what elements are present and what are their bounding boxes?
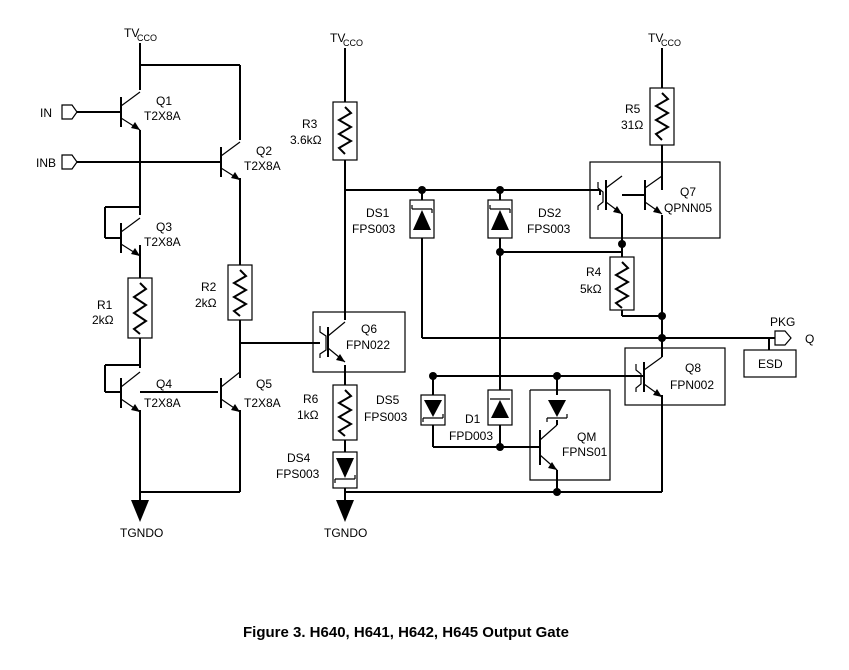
- output-q-label: Q: [805, 332, 814, 346]
- middle-wires: [344, 48, 775, 500]
- junction-dots: [418, 186, 666, 496]
- ds1-type: FPS003: [352, 222, 396, 236]
- ground-left: [131, 500, 149, 522]
- input-inb: INB: [36, 154, 221, 170]
- q3-name: Q3: [156, 220, 172, 234]
- resistor-r3: [332, 101, 358, 161]
- ground-mid: [336, 500, 354, 522]
- q7-type: QPNN05: [664, 201, 712, 215]
- transistor-q8: [624, 347, 726, 406]
- transistor-q5: [220, 371, 241, 413]
- figure-caption: Figure 3. H640, H641, H642, H645 Output …: [243, 624, 569, 641]
- q5-name: Q5: [256, 377, 272, 391]
- supply-label-right: TV: [648, 31, 663, 45]
- d1-name: D1: [465, 412, 481, 426]
- left-wires: [104, 43, 320, 500]
- transistor-q2: [220, 141, 241, 181]
- diode-ds2: [487, 199, 513, 239]
- transistor-q3: [120, 217, 141, 257]
- q1-name: Q1: [156, 94, 172, 108]
- supply-label-left-sub: CCO: [137, 33, 157, 43]
- r4-value: 5kΩ: [580, 282, 602, 296]
- r6-value: 1kΩ: [297, 408, 319, 422]
- output-terminal: [743, 330, 797, 378]
- q6-type: FPN022: [346, 338, 390, 352]
- qm-name: QM: [577, 430, 596, 444]
- q2-type: T2X8A: [244, 159, 281, 173]
- ds1-name: DS1: [366, 206, 390, 220]
- r5-name: R5: [625, 102, 641, 116]
- q4-type: T2X8A: [144, 396, 181, 410]
- q3-type: T2X8A: [144, 235, 181, 249]
- d1-type: FPD003: [449, 429, 493, 443]
- q5-type: T2X8A: [244, 396, 281, 410]
- supply-label-mid: TV: [330, 31, 345, 45]
- r3-name: R3: [302, 117, 318, 131]
- ds2-name: DS2: [538, 206, 562, 220]
- q4-name: Q4: [156, 377, 172, 391]
- supply-label-left: TV: [124, 26, 139, 40]
- input-in-label: IN: [40, 106, 52, 120]
- supply-label-right-sub: CCO: [661, 38, 681, 48]
- r2-value: 2kΩ: [195, 296, 217, 310]
- q8-type: FPN002: [670, 378, 714, 392]
- transistor-q6: [312, 311, 406, 373]
- r3-value: 3.6kΩ: [290, 133, 322, 147]
- q7-name: Q7: [680, 185, 696, 199]
- r1-value: 2kΩ: [92, 313, 114, 327]
- q8-name: Q8: [685, 361, 701, 375]
- resistor-r4: [609, 256, 635, 311]
- esd-label: ESD: [758, 357, 783, 371]
- ds4-name: DS4: [287, 451, 311, 465]
- transistor-q1: [120, 91, 141, 131]
- ds5-name: DS5: [376, 393, 400, 407]
- transistor-qm: [529, 389, 611, 481]
- r4-name: R4: [586, 265, 602, 279]
- input-in: IN: [40, 104, 121, 120]
- r1-name: R1: [97, 298, 113, 312]
- qm-type: FPNS01: [562, 445, 608, 459]
- q1-type: T2X8A: [144, 109, 181, 123]
- r6-name: R6: [303, 392, 319, 406]
- ground-left-label: TGNDO: [120, 526, 163, 540]
- ds4-type: FPS003: [276, 467, 320, 481]
- resistor-r1: [127, 277, 153, 339]
- diode-d1: [487, 389, 513, 426]
- supply-label-mid-sub: CCO: [343, 38, 363, 48]
- ground-mid-label: TGNDO: [324, 526, 367, 540]
- right-wires: [599, 48, 663, 357]
- diode-ds4: [332, 451, 358, 489]
- resistor-r5: [649, 87, 675, 146]
- ds5-type: FPS003: [364, 410, 408, 424]
- resistor-r6: [332, 384, 358, 441]
- q6-name: Q6: [361, 322, 377, 336]
- diode-ds1: [409, 199, 435, 239]
- resistor-r2: [227, 264, 253, 321]
- diode-ds5: [420, 394, 446, 426]
- r2-name: R2: [201, 280, 217, 294]
- q2-name: Q2: [256, 144, 272, 158]
- transistor-q4: [120, 371, 141, 413]
- output-pkg-label: PKG: [770, 315, 795, 329]
- ds2-type: FPS003: [527, 222, 571, 236]
- input-inb-label: INB: [36, 156, 56, 170]
- r5-value: 31Ω: [621, 118, 643, 132]
